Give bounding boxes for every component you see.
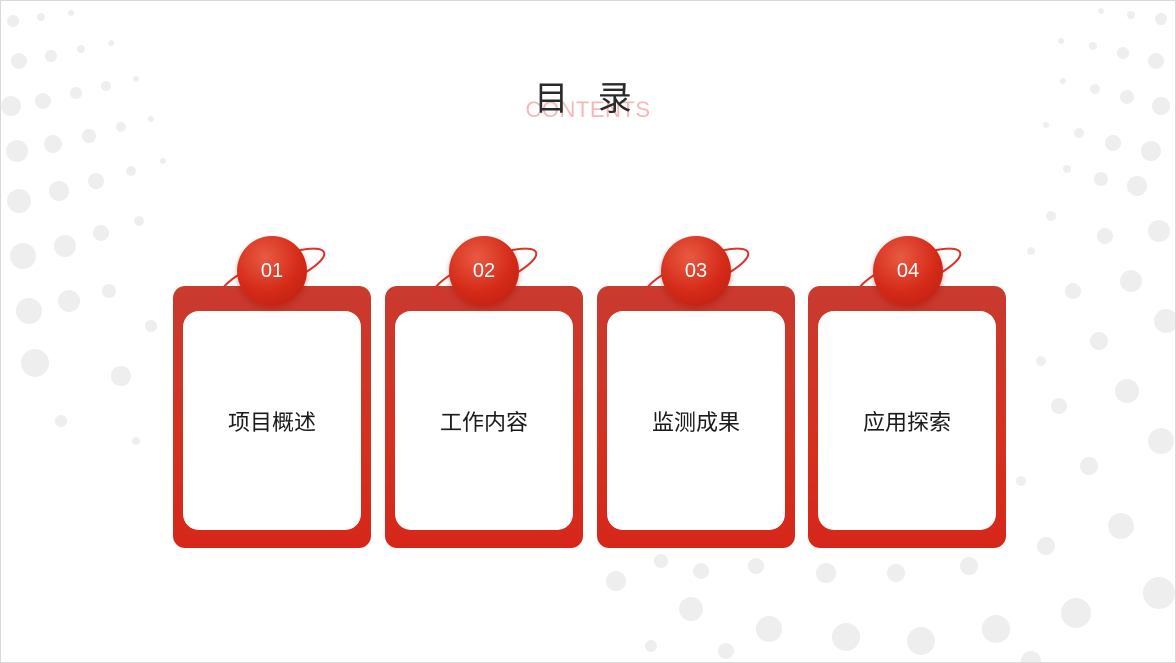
card-body: 工作内容 [395, 311, 573, 530]
card-body: 项目概述 [183, 311, 361, 530]
card-label: 工作内容 [439, 409, 528, 435]
card-label: 应用探索 [862, 409, 951, 435]
badge-number: 04 [896, 259, 920, 282]
page-subtitle: CONTENTS [525, 97, 651, 122]
card-label: 监测成果 [651, 409, 740, 435]
card-label: 项目概述 [227, 409, 316, 435]
number-badge: 04 [873, 236, 943, 306]
contents-card-3[interactable]: 监测成果 [597, 286, 795, 548]
contents-card-2[interactable]: 工作内容 [385, 286, 583, 548]
badge-number: 02 [472, 259, 496, 282]
badge-number: 01 [260, 259, 284, 282]
contents-card-4[interactable]: 应用探索 [808, 286, 1006, 548]
number-badge: 02 [449, 236, 519, 306]
title-block: CONTENTS 目 录 [1, 63, 1175, 133]
badge-number: 03 [684, 259, 708, 282]
page-title: 目 录 [534, 80, 642, 118]
card-body: 监测成果 [607, 311, 785, 530]
number-badge: 01 [237, 236, 307, 306]
number-badge: 03 [661, 236, 731, 306]
contents-card-1[interactable]: 项目概述 [173, 286, 371, 548]
card-body: 应用探索 [818, 311, 996, 530]
